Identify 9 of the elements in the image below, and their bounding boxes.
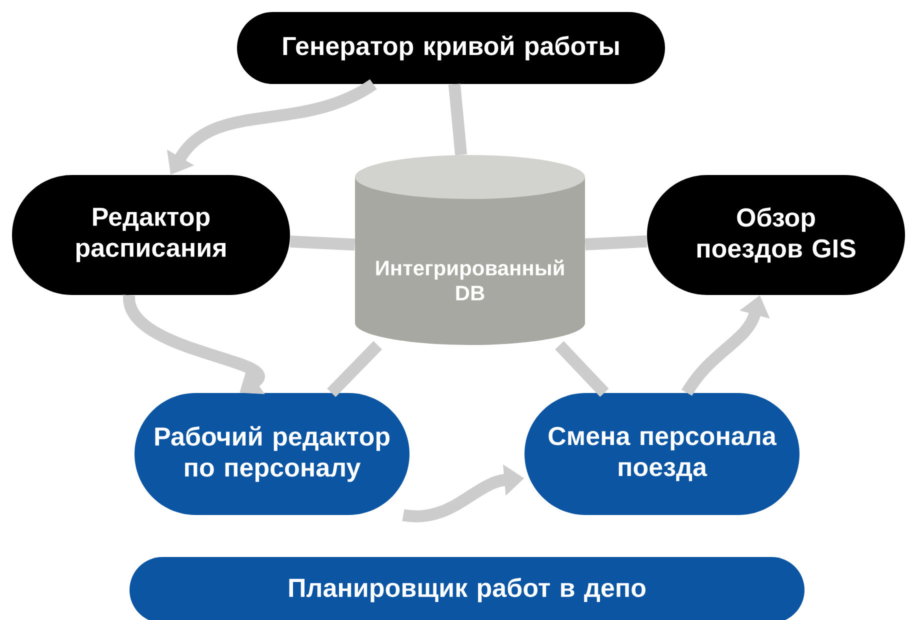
module-pill: Планировщик работ в депо bbox=[130, 557, 804, 620]
module-pill: Обзор поездов GIS bbox=[647, 175, 905, 295]
connector-line bbox=[327, 341, 382, 397]
connector-line bbox=[555, 341, 609, 397]
connector-line bbox=[584, 235, 648, 250]
connector-line bbox=[290, 236, 356, 251]
module-pill: Генератор кривой работы bbox=[237, 12, 665, 84]
database-cylinder: Интегрированный DB bbox=[355, 155, 585, 345]
connector-line bbox=[448, 84, 468, 156]
